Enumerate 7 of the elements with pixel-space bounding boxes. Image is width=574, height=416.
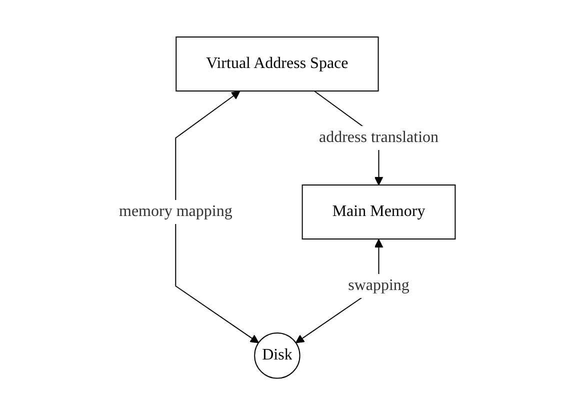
edge-label: address translation (318, 129, 438, 146)
edge-label: memory mapping (118, 203, 232, 220)
edge-label: swapping (348, 277, 410, 294)
node-circle: Disk (254, 332, 300, 380)
arrow (175, 91, 259, 344)
node-box: Virtual Address Space (176, 36, 379, 92)
node-box: Main Memory (302, 184, 456, 240)
